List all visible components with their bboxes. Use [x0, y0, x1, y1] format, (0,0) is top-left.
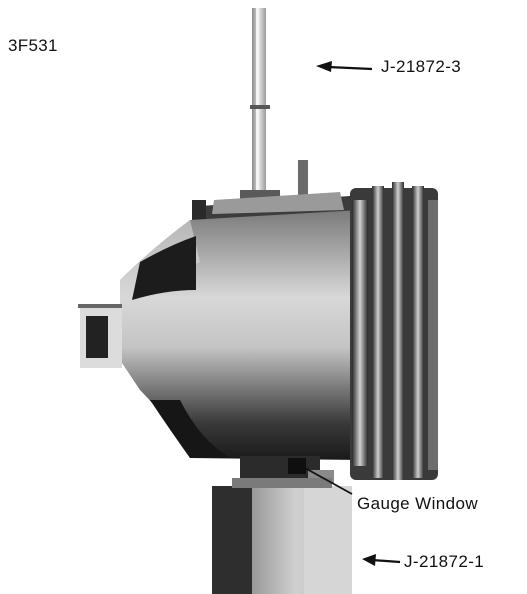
compressor-body: [120, 210, 362, 460]
upper-gauge-rod: [240, 8, 308, 206]
label-bottom-tool: J-21872-1: [404, 552, 485, 571]
pulley-assembly: [350, 182, 438, 480]
left-fitting: [78, 304, 122, 368]
lower-gauge-body: [212, 478, 352, 594]
callout-arrow-bottom: [362, 554, 401, 566]
figure-number: 3F531: [8, 36, 58, 55]
callout-arrow-top: [316, 61, 373, 72]
callout-line-gauge-window: [304, 467, 353, 495]
label-gauge-window: Gauge Window: [357, 494, 479, 513]
label-top-tool: J-21872-3: [381, 57, 462, 76]
